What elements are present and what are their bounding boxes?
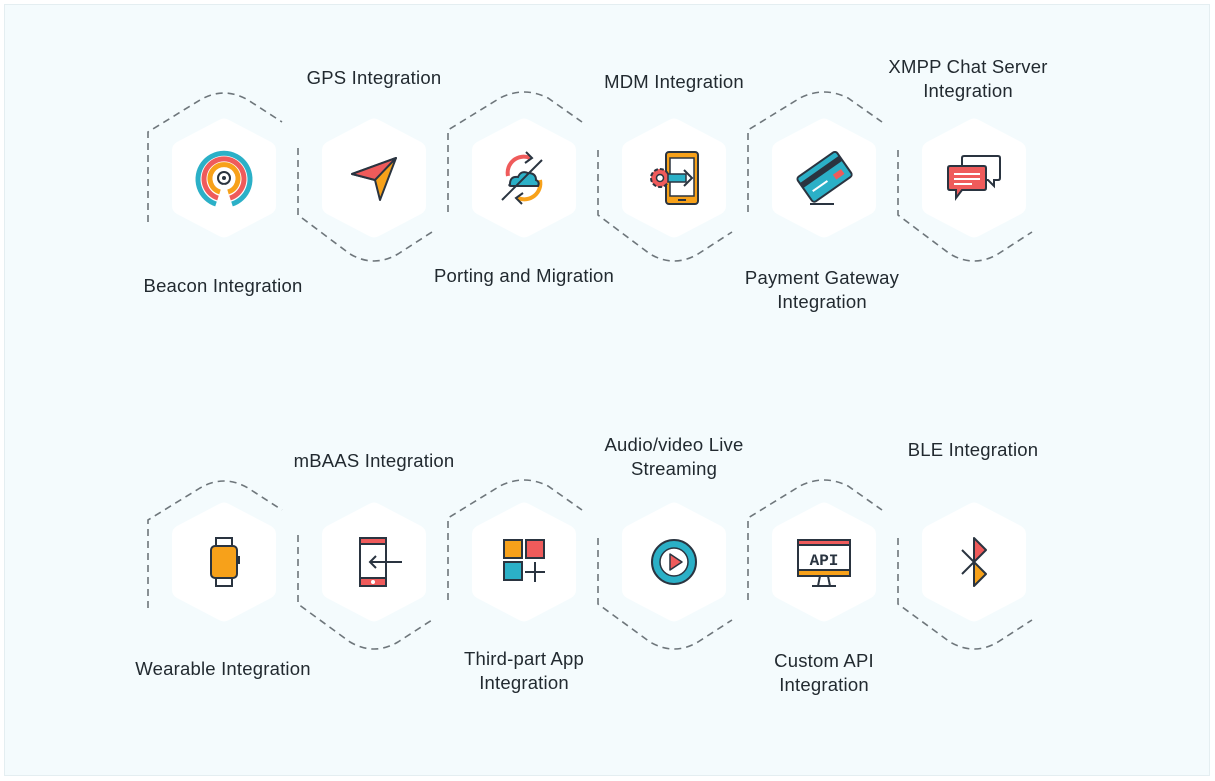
- label-payment: Payment Gateway Integration: [744, 267, 900, 312]
- node-mbaas: [319, 502, 429, 622]
- label-streaming: Audio/video Live Streaming: [604, 434, 744, 479]
- chat-bubbles-icon: [947, 155, 1001, 201]
- label-mbaas: mBAAS Integration: [293, 450, 455, 471]
- node-xmpp: [919, 118, 1029, 238]
- label-porting: Porting and Migration: [433, 265, 615, 286]
- beacon-icon: [195, 150, 253, 207]
- node-beacon: [169, 118, 279, 238]
- label-gps: GPS Integration: [306, 67, 442, 88]
- credit-card-icon: [796, 150, 853, 205]
- label-ble: BLE Integration: [907, 439, 1039, 460]
- label-xmpp: XMPP Chat Server Integration: [888, 56, 1048, 101]
- hex-outline-beacon: [147, 92, 283, 222]
- api-monitor-icon: API: [797, 539, 851, 587]
- hex-outline-gps: [297, 148, 433, 262]
- cloud-sync-icon: [501, 151, 543, 205]
- label-customapi: Custom API Integration: [774, 650, 874, 695]
- node-gps: [319, 118, 429, 238]
- bluetooth-icon: [961, 537, 987, 587]
- app-grid-icon: [503, 539, 545, 582]
- node-porting: [469, 118, 579, 238]
- mobile-backend-icon: [359, 537, 402, 587]
- gps-navigation-icon: [351, 157, 397, 201]
- mdm-device-icon: [650, 151, 699, 205]
- hex-outline-mbaas: [297, 535, 433, 650]
- node-customapi: API: [769, 502, 879, 622]
- api-text: API: [810, 552, 839, 570]
- node-payment: [769, 118, 879, 238]
- label-beacon: Beacon Integration: [143, 275, 303, 296]
- smartwatch-icon: [210, 537, 240, 587]
- play-stream-icon: [651, 539, 697, 585]
- node-wearable: [169, 502, 279, 622]
- label-thirdparty: Third-part App Integration: [463, 648, 585, 693]
- label-wearable: Wearable Integration: [135, 658, 311, 679]
- node-mdm: [619, 118, 729, 238]
- node-streaming: [619, 502, 729, 622]
- hex-outline-wearable: [147, 480, 283, 608]
- node-thirdparty: [469, 502, 579, 622]
- label-mdm: MDM Integration: [604, 71, 744, 92]
- node-ble: [919, 502, 1029, 622]
